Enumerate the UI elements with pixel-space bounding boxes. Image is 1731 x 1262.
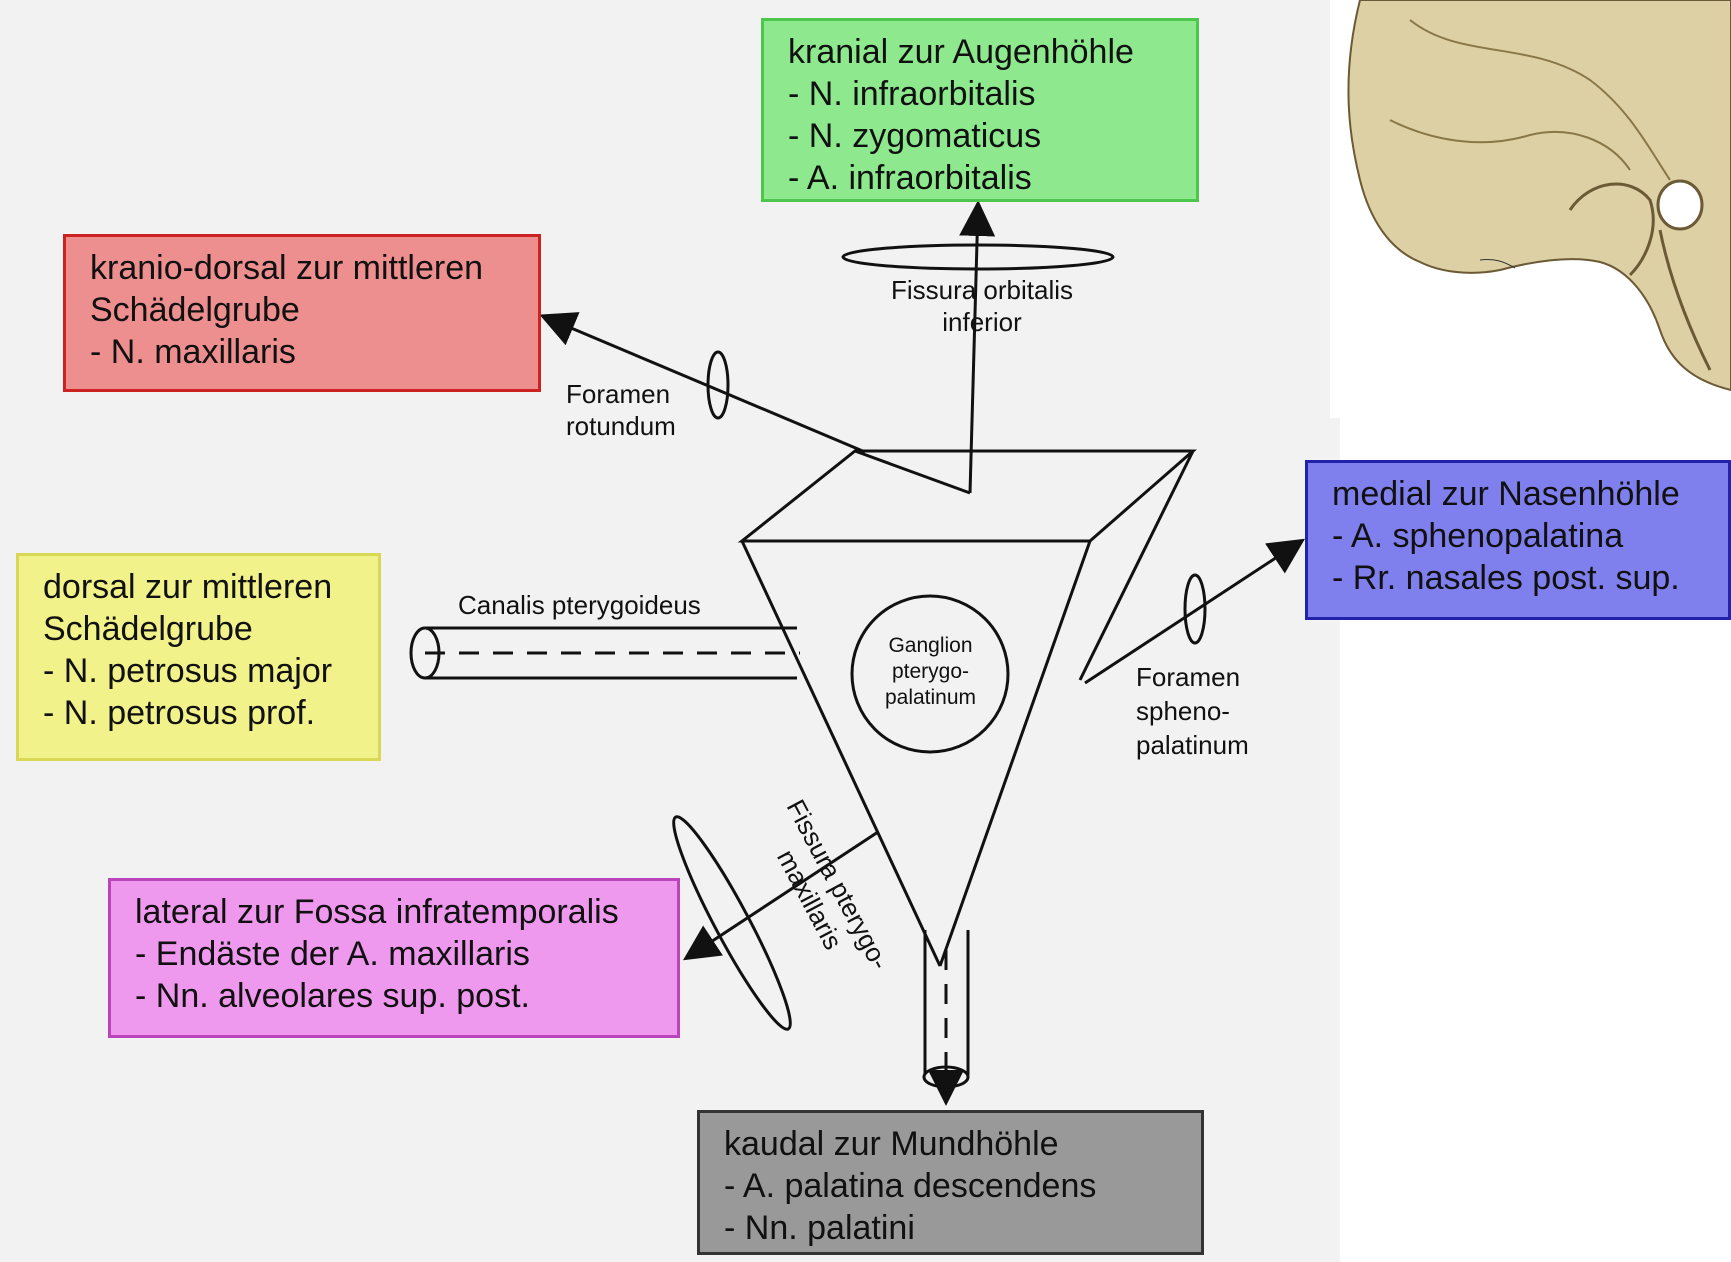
fissura-orbitalis-ellipse (841, 243, 1115, 271)
label-ganglion: Ganglion pterygo- palatinum (858, 633, 1003, 711)
box-medial-line: - Rr. nasales post. sup. (1332, 559, 1680, 597)
box-cranial-line: - A. infraorbitalis (788, 159, 1032, 197)
pyramid-edge-left (740, 540, 942, 967)
box-lateral-line: - Endäste der A. maxillaris (135, 935, 530, 973)
pyramid-top-face (737, 449, 1197, 543)
pyramid-edge-right (938, 540, 1092, 967)
label-line: Ganglion (888, 634, 973, 657)
box-caudal-line: - A. palatina descendens (724, 1167, 1097, 1205)
box-cranial: kranial zur Augenhöhle - N. infraorbital… (761, 18, 1199, 202)
box-medial-line: medial zur Nasenhöhle (1332, 475, 1680, 513)
label-foramen-rotundum: Foramen rotundum (566, 378, 676, 442)
label-canalis-pterygoideus: Canalis pterygoideus (458, 590, 701, 620)
box-cranial-line: - N. infraorbitalis (788, 75, 1036, 113)
box-lateral-line: lateral zur Fossa infratemporalis (135, 893, 619, 931)
diagram-lines (409, 200, 1306, 1106)
box-dorsal: dorsal zur mittleren Schädelgrube - N. p… (16, 553, 381, 761)
box-cranial-line: kranial zur Augenhöhle (788, 33, 1134, 71)
foramen-rotundum-ellipse (706, 350, 730, 420)
box-dorsal-line: - N. petrosus prof. (43, 694, 316, 732)
label-line: Fissura orbitalis (890, 275, 1074, 305)
canalis-pterygoideus-tube (425, 626, 797, 680)
label-line: Foramen (1136, 662, 1241, 692)
box-dorsal-line: - N. petrosus major (43, 652, 333, 690)
skull-illustration (1330, 0, 1731, 418)
box-medial: medial zur Nasenhöhle - A. sphenopalatin… (1305, 460, 1731, 620)
caudal-tube (923, 930, 970, 1075)
box-cranial-line: - N. zygomaticus (788, 117, 1042, 155)
box-craniodorsal-line: Schädelgrube (90, 291, 300, 329)
box-craniodorsal: kranio-dorsal zur mittleren Schädelgrube… (63, 234, 541, 392)
arrow-medial (1084, 538, 1306, 685)
box-medial-line: - A. sphenopalatina (1332, 517, 1624, 555)
label-line: palatinum (884, 686, 977, 709)
skull-drawing (1347, 0, 1731, 392)
label-line: palatinum (1136, 730, 1249, 760)
box-dorsal-line: dorsal zur mittleren (43, 568, 333, 606)
box-craniodorsal-line: kranio-dorsal zur mittleren (90, 249, 484, 287)
box-caudal-line: kaudal zur Mundhöhle (724, 1125, 1059, 1163)
label-line: inferior (942, 307, 1022, 337)
box-caudal: kaudal zur Mundhöhle - A. palatina desce… (697, 1110, 1204, 1255)
fissura-pterygomaxillaris-ellipse (672, 815, 792, 1031)
box-lateral-line: - Nn. alveolares sup. post. (135, 977, 530, 1015)
box-craniodorsal-line: - N. maxillaris (90, 333, 296, 371)
label-line: pterygo- (891, 660, 970, 683)
foramen-sphenopalatinum-ellipse (1183, 573, 1207, 645)
box-dorsal-line: Schädelgrube (43, 610, 253, 648)
pyramid-edge-back (1078, 450, 1195, 681)
box-caudal-line: - Nn. palatini (724, 1209, 915, 1247)
box-lateral: lateral zur Fossa infratemporalis - Endä… (108, 878, 680, 1038)
label-fissura-orbitalis: Fissura orbitalis inferior (882, 274, 1082, 338)
label-line: spheno- (1136, 696, 1230, 726)
ganglion-circle (850, 594, 1010, 754)
arrow-craniodorsal (539, 312, 866, 454)
label-line: rotundum (566, 411, 676, 441)
label-line: Foramen (566, 379, 671, 409)
label-foramen-sphenopalatinum: Foramen spheno- palatinum (1136, 660, 1249, 762)
arrow-cranial (959, 200, 996, 494)
